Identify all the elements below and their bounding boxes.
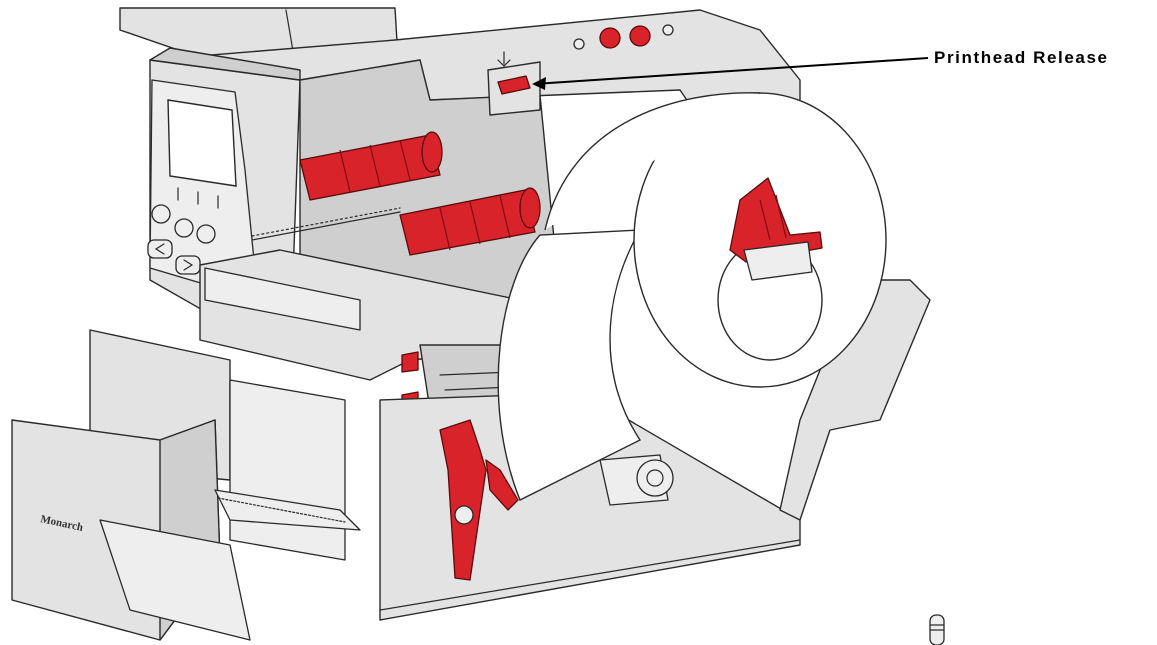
right-arrow-button bbox=[175, 255, 201, 275]
small-peg bbox=[929, 614, 945, 645]
control-panel bbox=[147, 79, 259, 301]
exit-tray bbox=[99, 489, 361, 641]
ribbon-supply-spindle bbox=[299, 131, 443, 201]
label-roll bbox=[497, 92, 887, 501]
panel-button-3 bbox=[196, 224, 216, 244]
callout-leader bbox=[532, 57, 929, 90]
tension-spring bbox=[251, 207, 401, 241]
media-guide-lever bbox=[439, 419, 519, 581]
ribbon-takeup-spindle bbox=[399, 187, 541, 256]
printhead-release-callout: Printhead Release bbox=[934, 48, 1109, 67]
panel-button-2 bbox=[174, 218, 194, 238]
display-screen bbox=[167, 99, 237, 187]
top-red-buttons bbox=[573, 24, 674, 50]
supply-holder-guide bbox=[729, 177, 823, 281]
panel-button-1 bbox=[151, 204, 171, 224]
platen-roller bbox=[599, 454, 674, 506]
left-arrow-button bbox=[147, 239, 173, 259]
base-chassis bbox=[379, 279, 931, 621]
printhead-release-lever[interactable] bbox=[487, 51, 541, 116]
